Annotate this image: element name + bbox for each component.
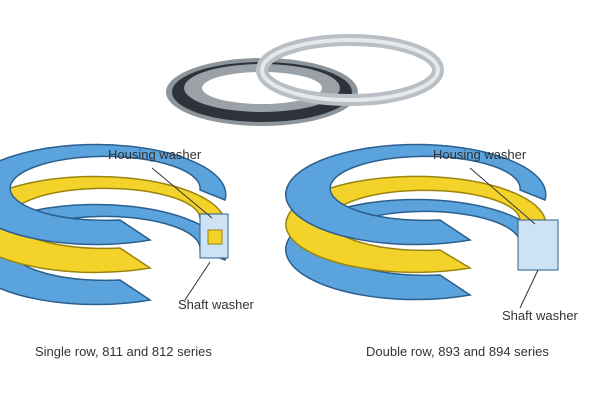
single-row-bearing: [0, 143, 229, 306]
single-row-caption: Single row, 811 and 812 series: [35, 344, 212, 359]
left-shaft-washer-label: Shaft washer: [178, 297, 254, 312]
bearing-photo: [166, 34, 444, 126]
double-row-caption: Double row, 893 and 894 series: [366, 344, 549, 359]
right-shaft-washer-label: Shaft washer: [502, 308, 578, 323]
double-row-bearing: [285, 143, 559, 309]
left-housing-washer-label: Housing washer: [108, 147, 202, 162]
right-housing-washer-label: Housing washer: [433, 147, 527, 162]
